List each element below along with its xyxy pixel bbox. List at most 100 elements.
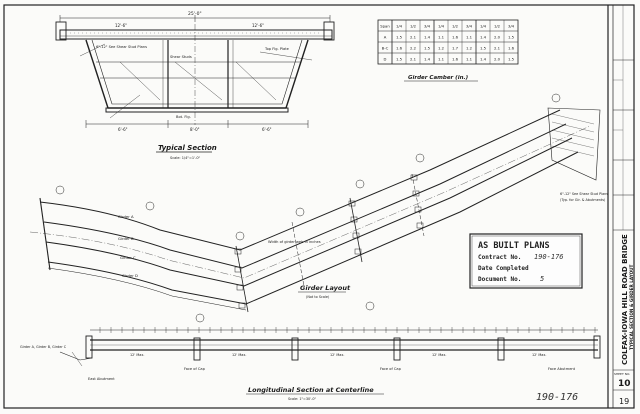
camber-cell: A	[384, 34, 387, 39]
longitudinal-splice-ticks	[99, 327, 596, 333]
longitudinal-title: Longitudinal Section at Centerline	[248, 386, 374, 394]
section-note-2: Shear Studs	[170, 55, 192, 59]
camber-cell: 2.1	[410, 56, 417, 61]
stamp-date-label: Date Completed	[478, 265, 529, 272]
girder-camber-table: Span 1/4 1/2 3/4 1/4 1/2 3/4 1/4 1/2 3/4A 1.5 2.1 1.…	[377, 19, 519, 65]
stamp-document-value: 5	[540, 275, 544, 283]
section-top-width: 25'-0"	[188, 11, 202, 17]
width-note: Width of girder web in inches	[268, 240, 321, 244]
section-bottom-note: Bot. Flg.	[176, 115, 191, 119]
camber-cell: D	[384, 56, 387, 61]
camber-header-cell: Span	[380, 23, 390, 28]
sheet-title: TYPICAL SECTION & GIRDER LAYOUT	[629, 264, 634, 350]
splice-mark	[348, 200, 356, 207]
camber-header-cell: 3/4	[508, 23, 515, 28]
span-dim-5: 12' Max.	[532, 353, 546, 357]
girder-layout-title: Girder Layout	[300, 284, 351, 292]
camber-cell: 1.7	[452, 45, 459, 50]
section-right-width: 12'-6"	[252, 23, 264, 28]
project-title: COLFAX-IOWA HILL ROAD BRIDGE	[621, 234, 629, 365]
camber-cell: B-C	[382, 45, 389, 50]
callout-bubble	[55, 185, 65, 195]
camber-header-cell: 1/4	[396, 23, 403, 28]
camber-cell: 2.0	[494, 34, 501, 39]
callout-bubble	[235, 231, 245, 241]
splice-mark	[416, 222, 424, 229]
section-note-3: Top Flg. Plate	[264, 47, 290, 51]
callout-bubble	[195, 313, 205, 323]
span-dim-4: 12' Max.	[432, 353, 446, 357]
camber-cell: 1.5	[424, 45, 431, 50]
girder-d-label: Girder D	[122, 273, 138, 278]
girder-splice-marks	[55, 93, 561, 323]
camber-header-cell: 1/2	[452, 23, 459, 28]
camber-cell: 2.1	[494, 45, 501, 50]
camber-header-cell: 1/2	[410, 23, 417, 28]
callout-bubble	[145, 201, 155, 211]
right-abutment-label: Face Abutment	[548, 367, 576, 371]
section-note-1: 6"-12" See Shear Stud Plans	[96, 45, 147, 49]
span-dim-2: 12' Max.	[232, 353, 246, 357]
splice-mark	[354, 248, 362, 255]
callout-bubble	[365, 301, 375, 311]
girder-layout	[29, 107, 601, 313]
girder-a-label: Girder A	[118, 214, 134, 219]
camber-header-cell: 3/4	[466, 23, 473, 28]
camber-cell: 1.6	[452, 56, 459, 61]
camber-cell: 1.5	[396, 34, 403, 39]
splice-mark	[414, 206, 422, 213]
stamp-contract-label: Contract No.	[478, 254, 521, 261]
span-dim-1: 12' Max.	[130, 353, 144, 357]
camber-cell: 1.4	[424, 34, 431, 39]
callout-bubble	[415, 153, 425, 163]
typical-section-scale: Scale: 1/4"=1'-0"	[170, 156, 201, 160]
splice-mark	[234, 248, 242, 255]
camber-cell: 1.4	[480, 56, 487, 61]
camber-cell: 1.1	[438, 34, 445, 39]
handwritten-number: 190-176	[536, 392, 578, 403]
camber-cell: 1.5	[396, 56, 403, 61]
stamp-contract-value: 190-176	[534, 253, 564, 261]
camber-header-cell: 3/4	[424, 23, 431, 28]
camber-cell: 1.4	[424, 56, 431, 61]
girder-camber-title: Girder Camber (in.)	[408, 75, 468, 81]
girder-b-label: Girder B	[118, 236, 134, 241]
camber-cell: 1.2	[438, 45, 445, 50]
sheet-no-label: SHEET NO.	[614, 372, 630, 376]
span-dim-3: 12' Max.	[330, 353, 344, 357]
section-dim-right: 6'-6"	[262, 127, 272, 132]
camber-header-cell: 1/4	[438, 23, 445, 28]
as-built-stamp	[469, 233, 583, 289]
splice-mark	[352, 232, 360, 239]
face-pier-1-label: Face of Cap	[184, 367, 206, 371]
sheet-border	[3, 4, 635, 409]
section-dim-mid: 8'-0"	[190, 127, 200, 132]
splice-mark	[412, 190, 420, 197]
right-note-2: (Typ. for Gir. & Abutments)	[560, 198, 606, 202]
camber-cell: 2.2	[410, 45, 417, 50]
camber-cell: 1.2	[466, 45, 473, 50]
camber-cell: 1.1	[466, 56, 473, 61]
camber-cell: 1.5	[508, 34, 515, 39]
section-left-width: 12'-6"	[115, 23, 127, 28]
title-block	[613, 5, 634, 391]
camber-cell: 2.0	[494, 56, 501, 61]
splice-mark	[238, 302, 246, 309]
girder-c-label: Girder C	[120, 255, 136, 260]
splice-mark	[350, 216, 358, 223]
section-dim-left: 6'-6"	[118, 127, 128, 132]
camber-header-cell: 1/2	[494, 23, 501, 28]
camber-cell: 1.5	[480, 45, 487, 50]
girder-layout-scale: (Not to Scale)	[306, 295, 330, 299]
camber-header-cell: 1/4	[480, 23, 487, 28]
camber-cell: 1.6	[452, 34, 459, 39]
face-pier-2-label: Face of Cap	[380, 367, 402, 371]
camber-cell: 1.1	[438, 56, 445, 61]
camber-cell: 1.5	[508, 56, 515, 61]
longitudinal-scale: Scale: 1"=30'-0"	[288, 397, 317, 401]
stamp-title: AS BUILT PLANS	[478, 241, 550, 251]
longitudinal-section	[59, 329, 601, 367]
camber-cell: 1.6	[508, 45, 515, 50]
callout-bubble	[295, 207, 305, 217]
